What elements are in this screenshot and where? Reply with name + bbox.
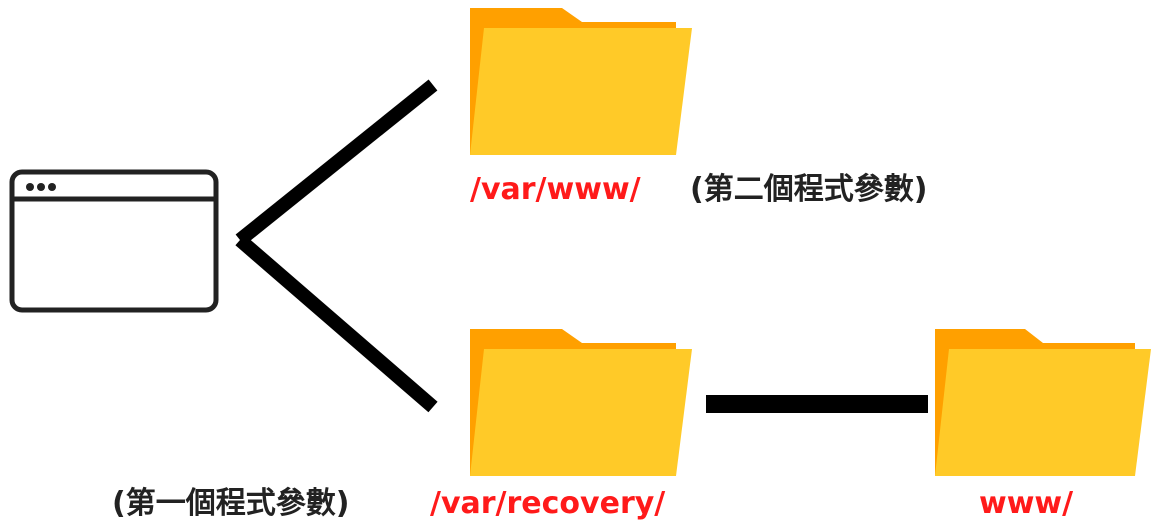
branch-line-bottom xyxy=(235,234,438,413)
top-folder-note-label: (第二個程式參數) xyxy=(690,172,928,207)
browser-window-icon xyxy=(8,168,220,314)
bottom-folder-note-label: (第一個程式參數) xyxy=(112,486,350,521)
folder-icon-www[interactable] xyxy=(935,329,1151,476)
folder-icon-var-recovery[interactable] xyxy=(470,329,692,476)
branch-line-top xyxy=(235,79,438,246)
folder-icon-var-www[interactable] xyxy=(470,8,692,155)
top-folder-path-label: /var/www/ xyxy=(470,172,641,207)
bottom-folder-path-label: /var/recovery/ xyxy=(430,486,666,521)
child-folder-path-label: www/ xyxy=(979,486,1074,521)
